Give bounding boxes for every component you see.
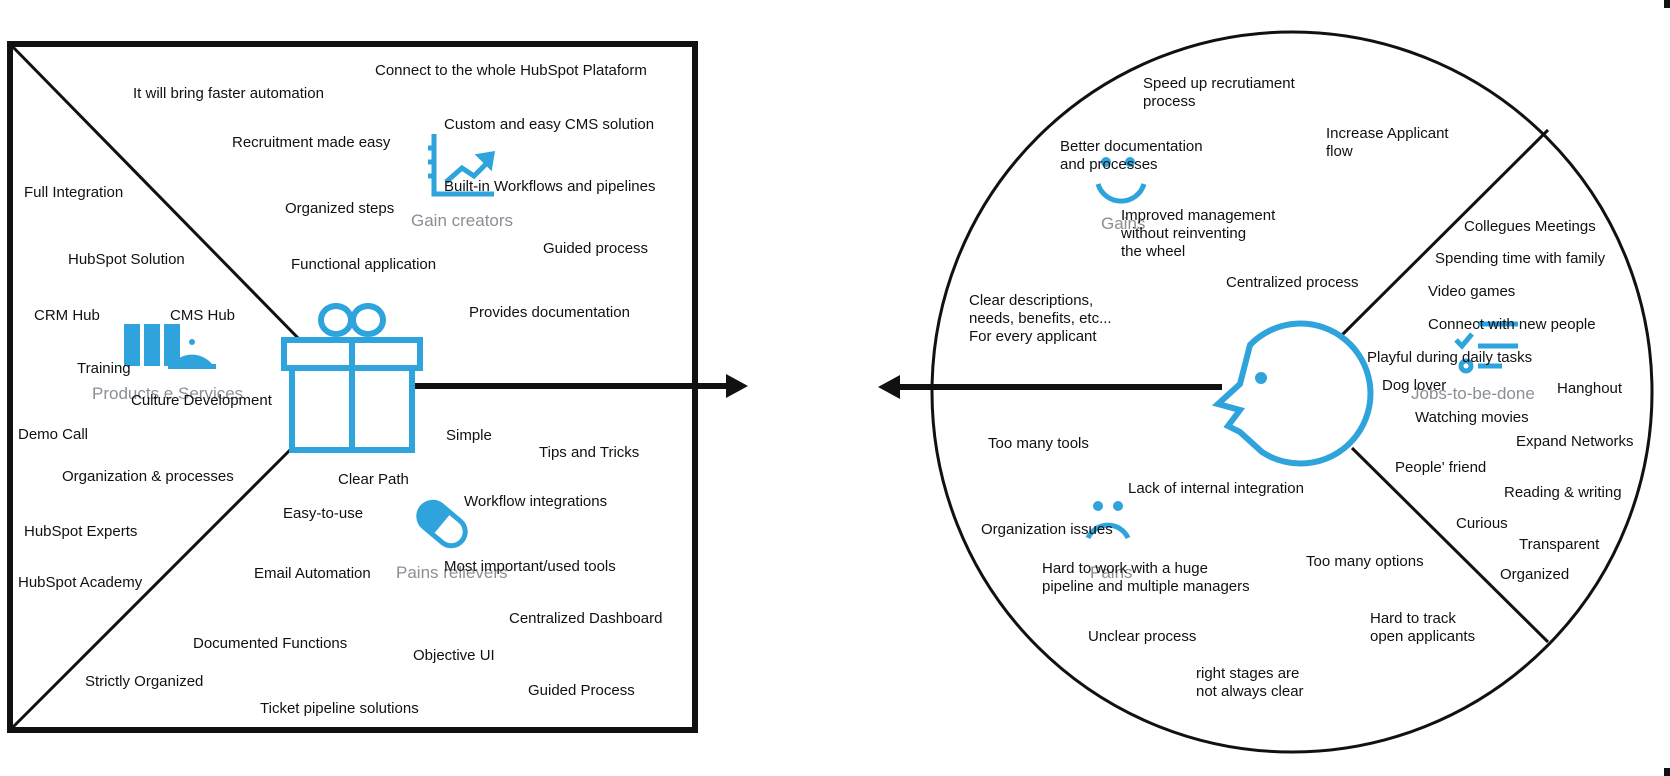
gain-note: Better documentation and processes — [1060, 138, 1203, 173]
section-label-gains: Gains — [1101, 214, 1146, 233]
job-note: Transparent — [1519, 536, 1600, 553]
pain-reliever-note: Ticket pipeline solutions — [260, 700, 419, 717]
pain-note: right stages are not always clear — [1196, 665, 1304, 700]
product-service-note: HubSpot Academy — [18, 574, 143, 591]
smile-icon — [1095, 157, 1147, 204]
job-note: Hanghout — [1557, 380, 1623, 397]
frown-icon — [1085, 501, 1131, 540]
pain-reliever-note: Clear Path — [338, 471, 409, 488]
gain-creator-note: Custom and easy CMS solution — [444, 116, 655, 133]
job-note: Collegues Meetings — [1464, 218, 1596, 235]
job-note: Connect with new people — [1428, 316, 1596, 333]
customer-profile-circle — [930, 30, 1654, 754]
job-note: Curious — [1456, 515, 1508, 532]
product-service-note: Full Integration — [24, 184, 124, 201]
pain-reliever-note: Simple — [446, 427, 492, 444]
pain-reliever-note: Objective UI — [413, 647, 495, 664]
pain-note: Hard to track open applicants — [1370, 610, 1476, 645]
gift-icon — [281, 303, 423, 453]
section-label-products-services: Products e Services — [92, 384, 244, 403]
pain-reliever-note: Tips and Tricks — [539, 444, 640, 461]
customer-face-icon — [1211, 320, 1374, 467]
customer-profile-arrow — [878, 375, 1222, 399]
pain-note: Unclear process — [1088, 628, 1197, 645]
section-label-gain-creators: Gain creators — [411, 211, 514, 230]
pain-note: Organization issues — [981, 521, 1113, 538]
gain-note: Centralized process — [1226, 274, 1359, 291]
checklist-icon — [1454, 321, 1518, 374]
pain-note: Too many options — [1306, 553, 1424, 570]
products-services-icon — [124, 324, 216, 369]
product-service-note: HubSpot Experts — [24, 523, 138, 540]
product-service-note: CMS Hub — [170, 307, 236, 324]
job-note: Watching movies — [1415, 409, 1529, 426]
growth-chart-icon — [428, 134, 496, 197]
pain-note: Too many tools — [988, 435, 1089, 452]
job-note: Reading & writing — [1504, 484, 1622, 501]
product-service-note: Demo Call — [18, 426, 89, 443]
job-note: Expand Networks — [1516, 433, 1634, 450]
gain-note: Clear descriptions, needs, benefits, etc… — [969, 292, 1112, 345]
pain-reliever-note: Centralized Dashboard — [509, 610, 663, 627]
pain-reliever-note: Documented Functions — [193, 635, 348, 652]
job-note: Playful during daily tasks — [1367, 349, 1533, 366]
pain-reliever-note: Easy-to-use — [283, 505, 364, 522]
gain-creator-note: Recruitment made easy — [232, 134, 391, 151]
gain-creator-note: Functional application — [291, 256, 437, 273]
product-service-note: CRM Hub — [34, 307, 100, 324]
section-label-jobs-to-be-done: Jobs-to-be-done — [1411, 384, 1535, 403]
job-note: People' friend — [1395, 459, 1487, 476]
job-note: Spending time with family — [1435, 250, 1606, 267]
pain-reliever-note: Email Automation — [254, 565, 371, 582]
pain-reliever-note: Workflow integrations — [464, 493, 608, 510]
gain-creator-note: Organized steps — [285, 200, 395, 217]
pain-reliever-note: Strictly Organized — [85, 673, 204, 690]
product-service-note: Organization & processes — [62, 468, 234, 485]
gain-note: Improved management without reinventing … — [1121, 207, 1276, 260]
section-label-pains-relievers: Pains relievers — [396, 563, 508, 582]
gain-creator-note: It will bring faster automation — [133, 85, 324, 102]
corner-mark-top — [1664, 0, 1670, 8]
pill-icon — [416, 499, 468, 549]
gain-note: Increase Applicant flow — [1326, 125, 1449, 160]
job-note: Organized — [1500, 566, 1570, 583]
gain-creator-note: Provides documentation — [469, 304, 630, 321]
gain-creator-note: Connect to the whole HubSpot Plataform — [375, 62, 647, 79]
gain-note: Speed up recrutiament process — [1143, 75, 1295, 110]
value-map-arrow — [412, 374, 748, 398]
corner-mark-bottom — [1664, 768, 1670, 776]
pain-note: Hard to work with a huge pipeline and mu… — [1042, 560, 1250, 595]
gain-creator-note: Guided process — [543, 240, 649, 257]
job-note: Dog lover — [1382, 377, 1447, 394]
pain-note: Lack of internal integration — [1128, 480, 1304, 497]
product-service-note: Training — [77, 360, 131, 377]
pain-reliever-note: Guided Process — [528, 682, 635, 699]
product-service-note: HubSpot Solution — [68, 251, 185, 268]
section-label-pains: Pains — [1090, 563, 1133, 582]
pain-reliever-note: Most important/used tools — [444, 558, 616, 575]
product-service-note: Culture Development — [131, 392, 272, 409]
job-note: Video games — [1428, 283, 1516, 300]
gain-creator-note: Built-in Workflows and pipelines — [444, 178, 656, 195]
